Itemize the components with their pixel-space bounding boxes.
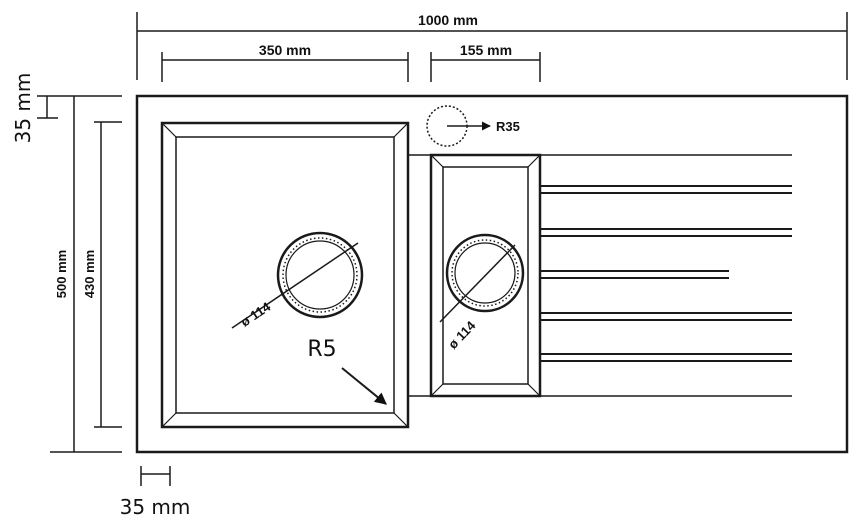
drainer-groove bbox=[540, 312, 792, 321]
sink-outline bbox=[135, 94, 849, 454]
dim-small-bowl-width-label: 155 mm bbox=[460, 42, 512, 58]
dim-bowl-depth-label: 430 mm bbox=[82, 250, 97, 298]
dim-left-margin-label: 35 mm bbox=[120, 495, 191, 519]
dim-small-bowl-width: 155 mm bbox=[430, 42, 541, 82]
drainer-groove bbox=[540, 353, 792, 362]
dim-overall-depth-label: 500 mm bbox=[54, 250, 69, 298]
dim-overall-depth: 500 mm bbox=[50, 96, 122, 453]
dim-main-bowl-width-label: 350 mm bbox=[259, 42, 311, 58]
small-drain: ø 114 bbox=[439, 233, 525, 352]
dim-bowl-depth: 430 mm bbox=[82, 121, 122, 428]
main-bowl bbox=[160, 121, 410, 429]
drainer-groove bbox=[540, 270, 729, 279]
dim-top-margin-label: 35 mm bbox=[11, 73, 35, 144]
tap-hole: R35 bbox=[426, 105, 520, 147]
main-drain: ø 114 bbox=[231, 231, 364, 330]
small-bowl bbox=[429, 153, 542, 398]
small-drain-label: ø 114 bbox=[445, 317, 479, 351]
dim-left-margin: 35 mm bbox=[120, 466, 191, 519]
tap-hole-label: R35 bbox=[496, 119, 520, 134]
dim-overall-width: 1000 mm bbox=[136, 12, 848, 80]
corner-radius-callout: R5 bbox=[307, 337, 387, 405]
dim-overall-width-label: 1000 mm bbox=[418, 12, 478, 28]
corner-radius-label: R5 bbox=[307, 337, 336, 362]
drainer-groove bbox=[540, 185, 792, 194]
drainer-groove bbox=[540, 228, 792, 237]
dim-main-bowl-width: 350 mm bbox=[161, 42, 409, 82]
drainer-board bbox=[540, 154, 792, 397]
dim-top-margin: 35 mm bbox=[11, 73, 122, 144]
